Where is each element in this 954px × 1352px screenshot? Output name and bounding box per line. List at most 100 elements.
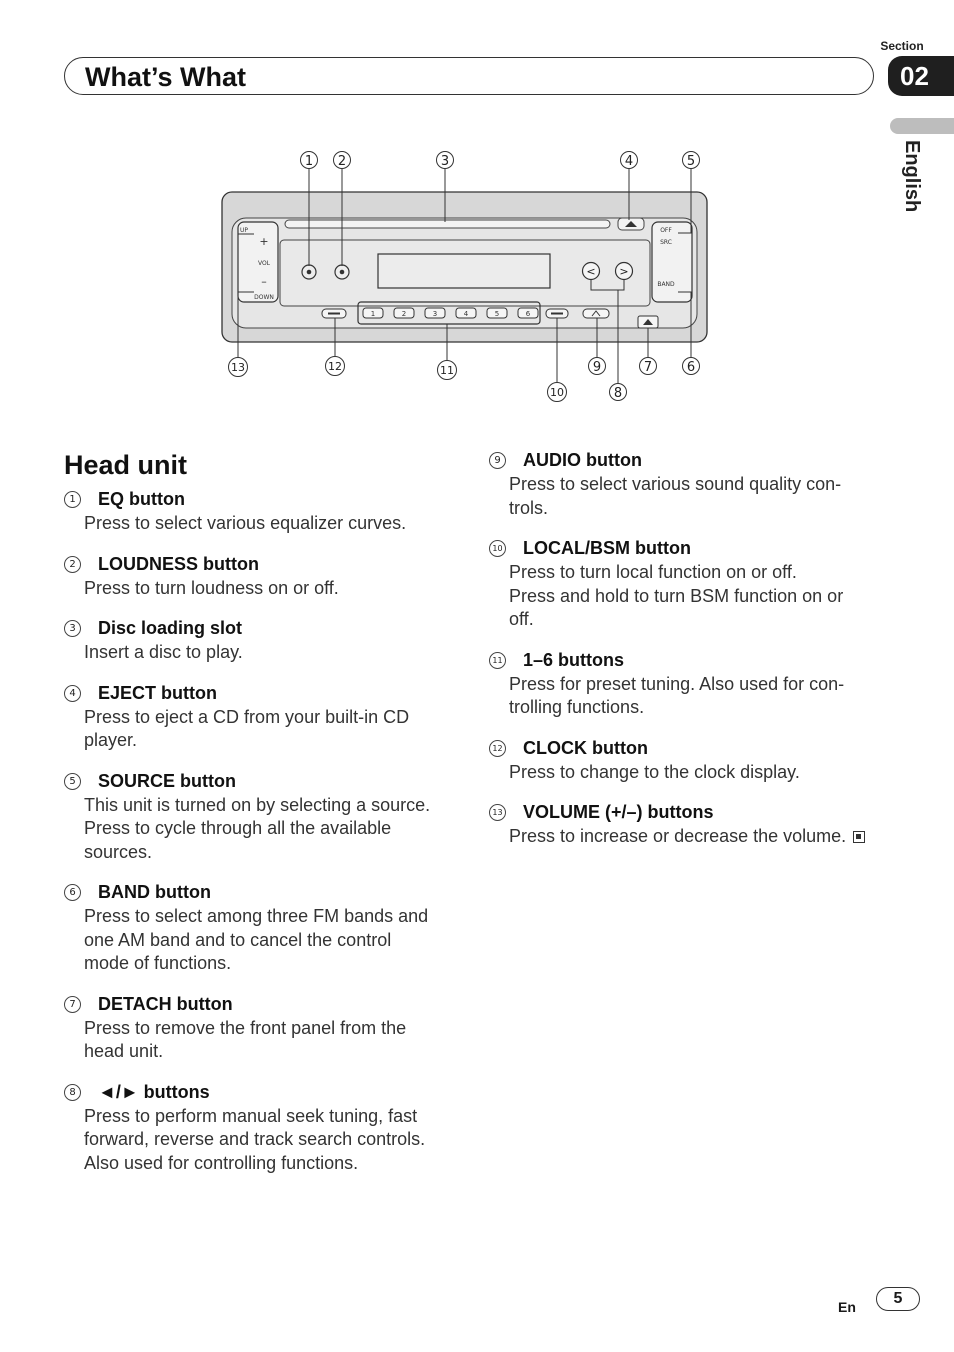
description-text: Press to increase or decrease the volume… [509,826,847,846]
source-band-rocker [651,221,693,303]
description-line: Press to select various equalizer curves… [84,512,454,536]
callout-13: 13 [228,357,248,377]
preset-label: 6 [526,310,531,318]
preset-label: 5 [495,310,499,318]
preset-button-1 [362,307,384,319]
item-description: Press to select among three FM bands and… [84,905,454,976]
description-text: Press to remove the front panel from the [84,1017,407,1038]
preset-button-5 [486,307,508,319]
end-mark-icon [853,831,866,843]
preset-button-4 [455,307,477,319]
description-text: Press to eject a CD from your built-in C… [84,706,410,727]
item-number: 10 [489,540,506,557]
item-description: Press to turn local function on or off. P… [509,561,874,632]
description-text: Insert a disc to play. [84,642,243,662]
description-line: sources. [84,841,454,865]
svg-text:2: 2 [338,154,346,169]
preset-label: 1 [371,310,375,318]
description-text: player. [84,730,138,750]
svg-text:VOL: VOL [258,260,271,267]
description-text: forward, reverse and track search contro… [84,1129,426,1149]
item-number: 4 [64,684,81,702]
item-number: 8 [64,1083,81,1101]
callout-6: 6 [682,357,700,375]
item-description: Press to increase or decrease the volume… [509,825,874,849]
description-line: Press to cycle through all the available [84,817,454,841]
description-line: Press to select among three FM bands and [84,905,454,929]
description-text: off. [509,609,534,629]
preset-button-2 [393,307,415,319]
description-line: Press to turn local function on or off. [509,561,874,585]
item-title: Disc loading slot [98,618,243,638]
description-line: Press to change to the clock display. [509,761,874,785]
callout-5: 5 [682,151,700,169]
disc-slot [284,219,611,229]
item-title: DETACH button [98,993,233,1014]
description-text: Press to select various sound quality co… [509,474,842,494]
item-description: Press to perform manual seek tuning, fas… [84,1105,454,1176]
item-number: 6 [64,884,81,901]
item-description: Press to remove the front panel from the… [84,1017,454,1064]
callout-1: 1 [300,151,318,169]
callout-12: 12 [325,356,345,376]
item-header: 8◄/► buttons [64,1082,454,1103]
svg-text:6: 6 [687,360,695,375]
description-line: trols. [509,497,874,521]
seek-right-button [614,261,634,281]
description-text: Press to cycle through all the available [84,818,392,838]
item-number: 7 [64,995,81,1013]
description-line: mode of functions. [84,952,454,976]
description-line: one AM band and to cancel the control [84,929,454,953]
description-text: mode of functions. [84,953,232,973]
section-heading: Head unit [64,450,188,480]
description-line: head unit. [84,1040,454,1064]
description-text: trolling functions. [509,697,645,717]
svg-text:+: + [259,235,268,248]
item-number: 11 [489,651,506,669]
item-number: 2 [64,555,81,573]
description-text: Press to change to the clock display. [509,761,800,782]
description-text: Press to turn local function on or off. [509,562,797,582]
callout-9: 9 [588,357,606,375]
page-number: 5 [876,1287,920,1311]
description-line: Press to eject a CD from your built-in C… [84,706,454,730]
audio-button [582,308,610,319]
item-number: 12 [489,739,506,757]
svg-text:DOWN: DOWN [254,294,274,301]
description-line: player. [84,729,454,753]
preset-label: 2 [402,310,406,318]
item-number: 3 [64,620,81,637]
svg-text:UP: UP [240,227,248,234]
preset-button-3 [424,307,446,319]
svg-text:3: 3 [441,154,449,169]
svg-text:9: 9 [593,360,601,375]
callout-10: 10 [547,382,567,402]
item-title: LOCAL/BSM button [523,538,691,558]
header-bar: What’s What [64,57,874,95]
svg-text:7: 7 [644,360,652,375]
svg-text:BAND: BAND [657,281,675,288]
item-title: CLOCK button [523,737,648,758]
item-title: SOURCE button [98,770,236,791]
item-description: Press for preset tuning. Also used for c… [509,673,874,720]
svg-text:13: 13 [231,361,245,374]
svg-text:11: 11 [440,364,454,377]
language-tab [890,118,954,134]
description-line: forward, reverse and track search contro… [84,1128,454,1152]
description-line: Press and hold to turn BSM function on o… [509,585,874,609]
display-screen [377,253,551,289]
preset-label: 4 [464,310,469,318]
svg-text:<: < [586,265,595,278]
